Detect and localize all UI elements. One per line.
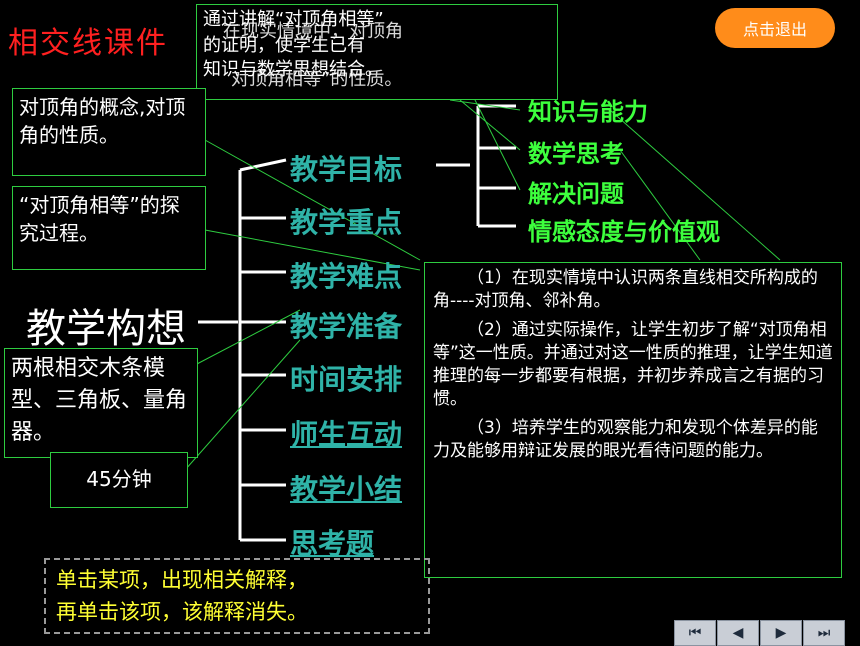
goal-thinking[interactable]: 数学思考 — [528, 140, 624, 168]
nav-key-point[interactable]: 教学重点 — [290, 206, 403, 239]
nav-thinking[interactable]: 思考题 — [290, 527, 375, 560]
overlap-text-box: 通过讲解“对顶角相等” 的证明，使学生已有 知识与数学思想结合。 在现实情境中，… — [196, 4, 558, 100]
hint-line-2: 再单击该项，该解释消失。 — [56, 600, 308, 624]
nav-summary[interactable]: 教学小结 — [290, 473, 403, 506]
key-point-box: 对顶角的概念,对顶角的性质。 — [12, 88, 206, 176]
nav-time[interactable]: 时间安排 — [290, 363, 403, 396]
overlap-line-1: 通过讲解“对顶角相等” — [203, 9, 384, 30]
hint-box: 单击某项，出现相关解释， 再单击该项，该解释消失。 — [44, 558, 430, 634]
hint-line-1: 单击某项，出现相关解释， — [56, 568, 308, 592]
next-icon: ▶ — [775, 625, 787, 641]
slide-navigation: ⏮ ◀ ▶ ⏭ — [674, 620, 846, 646]
objectives-panel: （1）在现实情境中认识两条直线相交所构成的角----对顶角、邻补角。 （2）通过… — [424, 262, 842, 578]
exit-button[interactable]: 点击退出 — [715, 8, 835, 48]
overlap-line-5: 对顶角相等”的性质。 — [231, 69, 403, 90]
objective-1: （1）在现实情境中认识两条直线相交所构成的角----对顶角、邻补角。 — [433, 268, 818, 311]
last-icon: ⏭ — [817, 625, 831, 641]
nav-difficulty[interactable]: 教学难点 — [290, 260, 403, 293]
nav-teaching-goal[interactable]: 教学目标 — [290, 153, 403, 186]
last-slide-button[interactable]: ⏭ — [803, 620, 845, 646]
first-slide-button[interactable]: ⏮ — [674, 620, 716, 646]
difficulty-box: “对顶角相等”的探究过程。 — [12, 186, 206, 270]
first-icon: ⏮ — [688, 625, 702, 641]
prev-icon: ◀ — [732, 625, 744, 641]
objective-3: （3）培养学生的观察能力和发现个体差异的能力及能够用辩证发展的眼光看待问题的能力… — [433, 418, 818, 461]
overlap-line-2: 的证明，使学生已有 — [203, 35, 365, 56]
goal-problem-solving[interactable]: 解决问题 — [528, 180, 624, 208]
prep-box: 两根相交木条模型、三角板、量角器。 — [4, 348, 198, 458]
page-title: 相交线课件 — [8, 26, 168, 61]
next-slide-button[interactable]: ▶ — [760, 620, 802, 646]
overlap-line-3: 知识与数学思想结合。 — [203, 59, 383, 80]
nav-interaction[interactable]: 师生互动 — [290, 418, 403, 451]
overlap-line-4: 在现实情境中，对顶角 — [223, 21, 403, 42]
prev-slide-button[interactable]: ◀ — [717, 620, 759, 646]
goal-knowledge[interactable]: 知识与能力 — [528, 98, 648, 126]
goal-attitude[interactable]: 情感态度与价值观 — [528, 218, 720, 246]
objective-2: （2）通过实际操作，让学生初步了解“对顶角相等”这一性质。并通过对这一性质的推理… — [433, 320, 833, 409]
nav-preparation[interactable]: 教学准备 — [290, 310, 403, 343]
center-label: 教学构想 — [26, 306, 186, 352]
time-box: 45分钟 — [50, 452, 188, 508]
